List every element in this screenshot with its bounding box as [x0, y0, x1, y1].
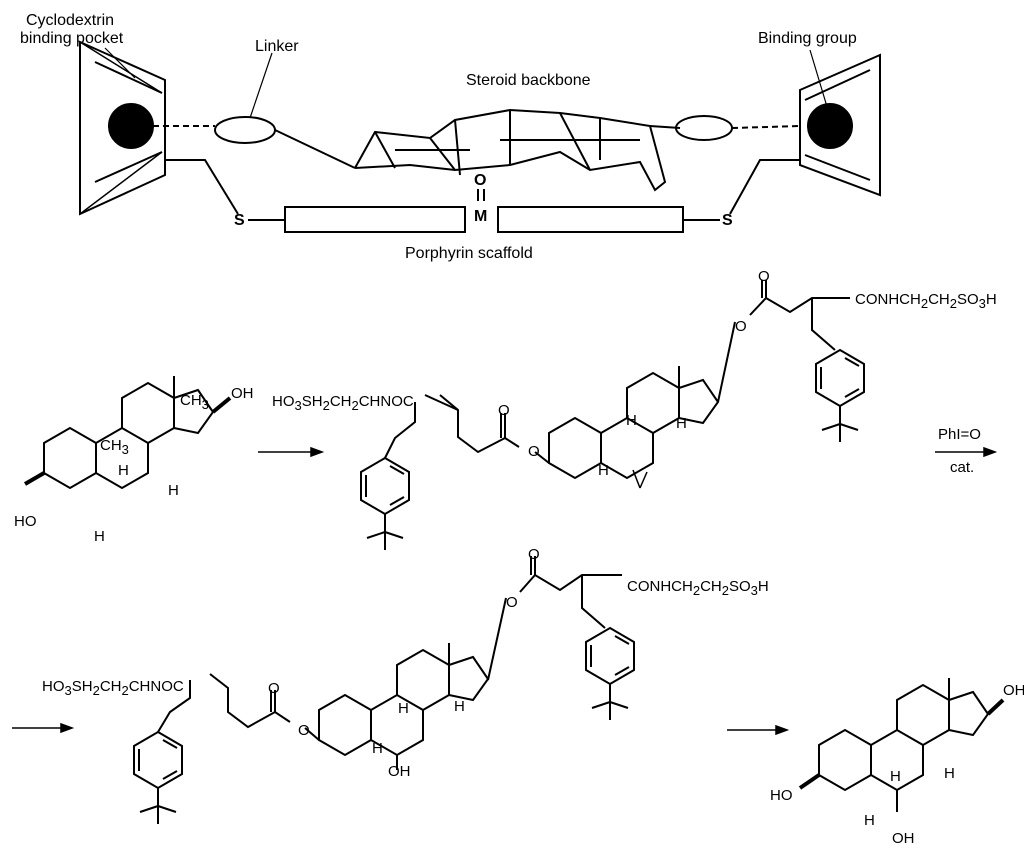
reagent-arrow	[935, 446, 998, 458]
arrow-1	[258, 446, 325, 458]
start-ch3-mid: CH3	[100, 437, 129, 457]
right-binding-group	[807, 103, 853, 149]
cyclodextrin-label-line1: Cyclodextrin	[26, 12, 115, 29]
left-sulfur: S	[234, 212, 245, 229]
steroid-backbone-label: Steroid backbone	[466, 72, 591, 89]
arrow-2	[12, 722, 75, 734]
start-oh: OH	[231, 385, 254, 402]
oxo-atom: O	[474, 172, 487, 189]
left-linker	[214, 116, 276, 144]
int1-ester-o-left: O	[528, 443, 540, 460]
int2-carbonyl-o-left: O	[268, 680, 280, 697]
intermediate-1	[360, 280, 865, 551]
int2-ester-o-left: O	[298, 722, 310, 739]
left-cyclodextrin	[79, 40, 166, 216]
int1-h-2: H	[676, 415, 687, 432]
int2-h-1: H	[398, 700, 409, 717]
int2-oh: OH	[388, 763, 411, 780]
int1-right-chain: CONHCH2CH2SO3H	[855, 291, 997, 311]
product-h-2: H	[944, 765, 955, 782]
int1-h-3: H	[598, 462, 609, 479]
product-steroid	[798, 677, 1005, 812]
start-h-3: H	[94, 528, 105, 545]
binding-group-label: Binding group	[758, 30, 857, 47]
porphyrin-left-bar	[284, 206, 466, 233]
start-h-1: H	[118, 462, 129, 479]
int2-carbonyl-o-right: O	[528, 546, 540, 563]
product-oh-bottom: OH	[892, 830, 915, 847]
schematic	[79, 40, 881, 233]
product-ho: HO	[770, 787, 793, 804]
int1-carbonyl-o-right: O	[758, 268, 770, 285]
reagent-label: PhI=O	[938, 426, 981, 443]
int1-ester-o-right: O	[735, 318, 747, 335]
int2-ester-o-right: O	[506, 594, 518, 611]
start-ho: HO	[14, 513, 37, 530]
product-oh-top: OH	[1003, 682, 1024, 699]
cyclodextrin-label-line2: binding pocket	[20, 30, 124, 47]
right-sulfur: S	[722, 212, 733, 229]
right-linker	[675, 115, 733, 141]
int2-h-3: H	[372, 740, 383, 757]
int2-h-2: H	[454, 698, 465, 715]
int2-right-chain: CONHCH2CH2SO3H	[627, 578, 769, 598]
intermediate-2	[133, 556, 635, 825]
int1-left-chain: HO3SH2CH2CHNOC	[272, 393, 414, 413]
steroid-backbone-outline	[354, 108, 667, 192]
product-h-3: H	[864, 812, 875, 829]
starting-steroid	[23, 375, 232, 489]
catalyst-label: cat.	[950, 459, 975, 476]
int2-left-chain: HO3SH2CH2CHNOC	[42, 678, 184, 698]
porphyrin-scaffold-label: Porphyrin scaffold	[405, 245, 533, 262]
arrow-3	[727, 724, 790, 736]
start-ch3-top: CH3	[180, 392, 209, 412]
right-cyclodextrin	[799, 53, 881, 197]
int1-carbonyl-o-left: O	[498, 402, 510, 419]
product-h-1: H	[890, 768, 901, 785]
int1-h-1: H	[626, 412, 637, 429]
metal-atom: M	[474, 208, 488, 225]
linker-label: Linker	[255, 38, 299, 55]
left-binding-group	[108, 103, 154, 149]
start-h-2: H	[168, 482, 179, 499]
porphyrin-right-bar	[497, 206, 684, 233]
